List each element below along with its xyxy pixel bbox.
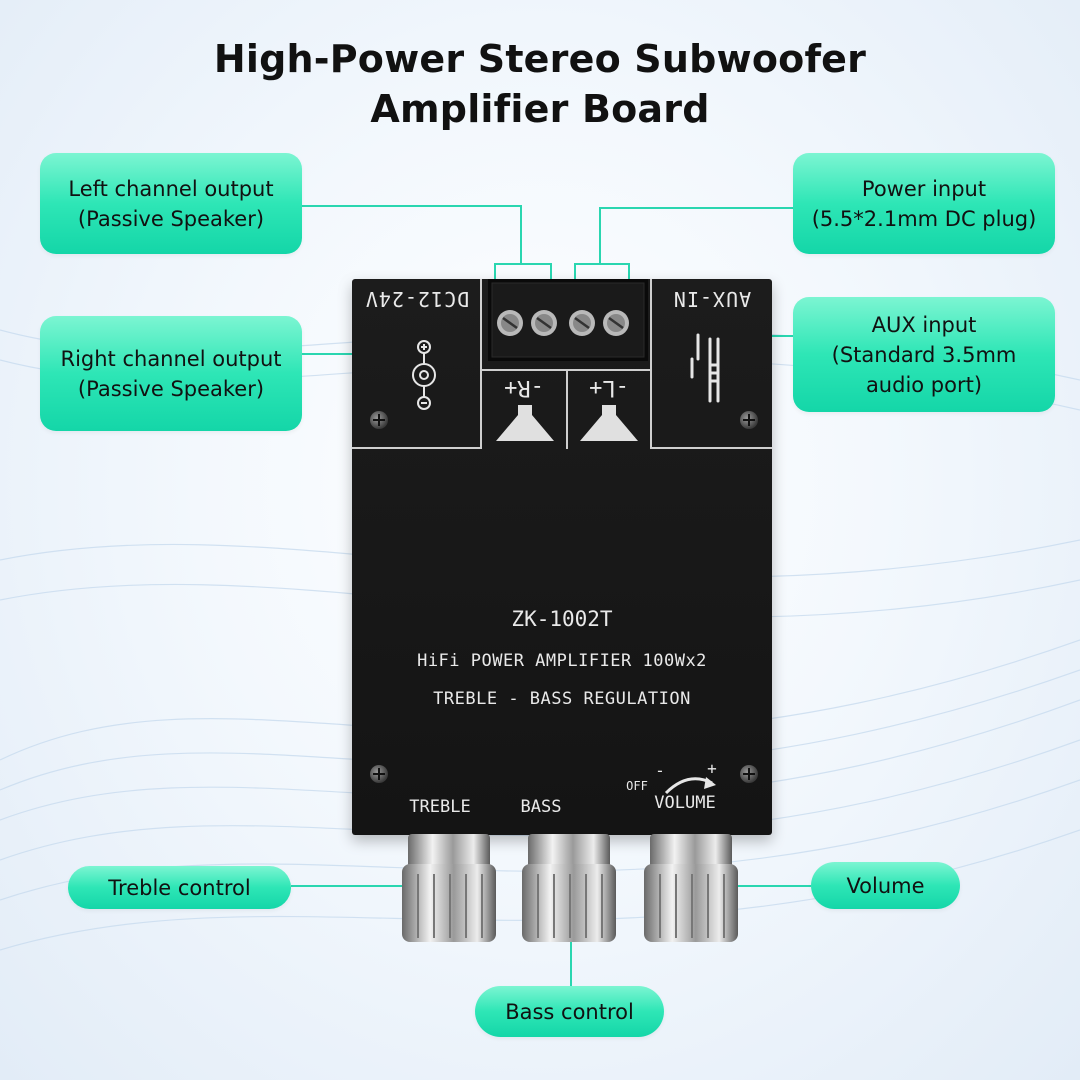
board-right-terminal-label: -R+ bbox=[504, 375, 544, 400]
board-bass-label: BASS bbox=[520, 797, 562, 817]
callout-left-channel-output: Left channel output (Passive Speaker) bbox=[40, 153, 302, 254]
screw-icon bbox=[370, 411, 388, 429]
board-description-line1: HiFi POWER AMPLIFIER 100Wx2 bbox=[417, 651, 707, 671]
treble-knob[interactable] bbox=[400, 834, 498, 944]
page-title: High-Power Stereo Subwoofer Amplifier Bo… bbox=[0, 34, 1080, 134]
screw-icon bbox=[370, 765, 388, 783]
callout-aux-input-line1: AUX input bbox=[871, 312, 977, 337]
screw-icon bbox=[740, 411, 758, 429]
board-volume-plus: + bbox=[707, 759, 717, 778]
board-aux-label: AUX-IN bbox=[672, 287, 752, 311]
callout-right-channel-output: Right channel output (Passive Speaker) bbox=[40, 316, 302, 431]
callout-volume: Volume bbox=[811, 862, 960, 909]
callout-right-output-line1: Right channel output bbox=[60, 346, 282, 371]
dc-jack-icon bbox=[412, 340, 436, 410]
callout-left-output-line2: (Passive Speaker) bbox=[77, 206, 265, 231]
screw-icon bbox=[740, 765, 758, 783]
callout-volume-label: Volume bbox=[846, 873, 925, 898]
callout-treble-control: Treble control bbox=[68, 866, 291, 909]
leader-lines bbox=[278, 205, 811, 990]
callout-power-input-line2: (5.5*2.1mm DC plug) bbox=[811, 206, 1037, 231]
volume-knob[interactable] bbox=[642, 834, 740, 944]
callout-aux-input-line3: audio port) bbox=[865, 372, 983, 397]
title-line-2: Amplifier Board bbox=[370, 87, 710, 131]
speaker-terminal-block bbox=[488, 279, 648, 361]
board-treble-label: TREBLE bbox=[409, 797, 471, 817]
board-volume-minus: - bbox=[655, 761, 665, 780]
callout-right-output-line2: (Passive Speaker) bbox=[77, 376, 265, 401]
bass-knob[interactable] bbox=[520, 834, 618, 944]
title-line-1: High-Power Stereo Subwoofer bbox=[213, 37, 867, 81]
callout-bass-control: Bass control bbox=[475, 986, 664, 1037]
board-volume-label: VOLUME bbox=[654, 793, 716, 813]
volume-arc-icon bbox=[664, 777, 716, 795]
callout-aux-input-line2: (Standard 3.5mm bbox=[831, 342, 1017, 367]
speaker-icon-left bbox=[580, 405, 638, 441]
board-power-label: DC12-24V bbox=[364, 287, 470, 311]
speaker-icon-right bbox=[496, 405, 554, 441]
board-description-line2: TREBLE - BASS REGULATION bbox=[433, 689, 691, 709]
callout-power-input-line1: Power input bbox=[861, 176, 987, 201]
callout-treble-label: Treble control bbox=[108, 875, 251, 900]
board-model: ZK-1002T bbox=[511, 607, 613, 631]
amplifier-board: DC12-24V AUX-IN bbox=[352, 279, 772, 835]
callout-power-input: Power input (5.5*2.1mm DC plug) bbox=[793, 153, 1055, 254]
callout-left-output-line1: Left channel output bbox=[68, 176, 274, 201]
board-off-label: OFF bbox=[626, 779, 648, 793]
board-left-terminal-label: -L+ bbox=[589, 375, 629, 400]
callout-aux-input: AUX input (Standard 3.5mm audio port) bbox=[793, 297, 1055, 412]
callout-bass-label: Bass control bbox=[505, 999, 634, 1024]
audio-jack-icon bbox=[690, 333, 720, 403]
